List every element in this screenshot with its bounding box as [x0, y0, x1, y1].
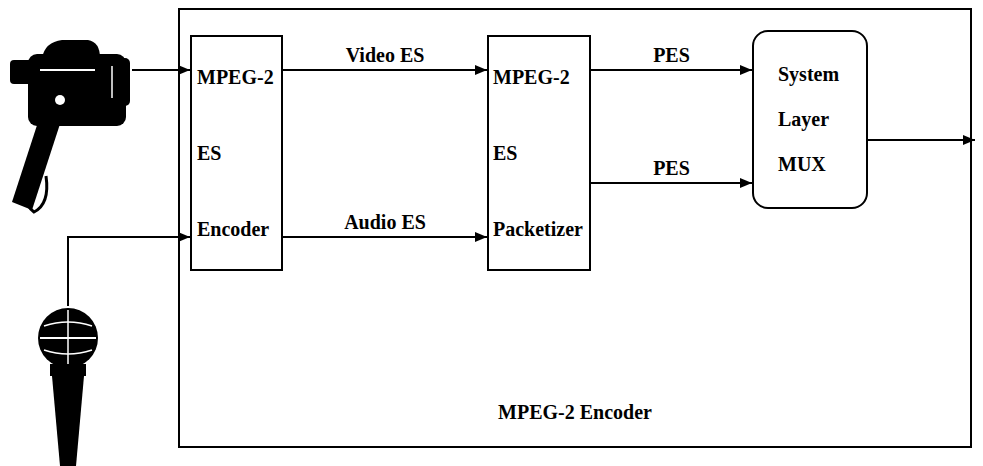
housing-title: MPEG-2 Encoder [180, 401, 970, 424]
stream-label: PES [650, 157, 693, 180]
data-arrow [283, 69, 487, 71]
stream-label: Audio ES [341, 211, 429, 234]
stream-label: Video ES [343, 44, 428, 67]
microphone-illustration [38, 308, 98, 466]
encoder-housing: MPEG-2 Encoder MPEG-2 ES Encoder MPEG-2 ES… [178, 8, 972, 448]
box-label: MPEG-2 ES Packetizer [493, 39, 585, 267]
camera-input-arrow [132, 69, 190, 71]
mux-box: System Layer MUX [752, 30, 868, 209]
output-arrow [868, 139, 975, 141]
camera-illustration [10, 40, 130, 212]
process-box: MPEG-2 ES Packetizer [487, 35, 591, 271]
data-arrow [591, 69, 752, 71]
box-label: System Layer MUX [778, 52, 842, 187]
process-box: MPEG-2 ES Encoder [190, 35, 283, 271]
stream-label: PES [650, 44, 693, 67]
box-label: MPEG-2 ES Encoder [197, 39, 276, 267]
mic-input-arrow [68, 237, 190, 306]
data-arrow [591, 182, 752, 184]
data-arrow [283, 236, 487, 238]
